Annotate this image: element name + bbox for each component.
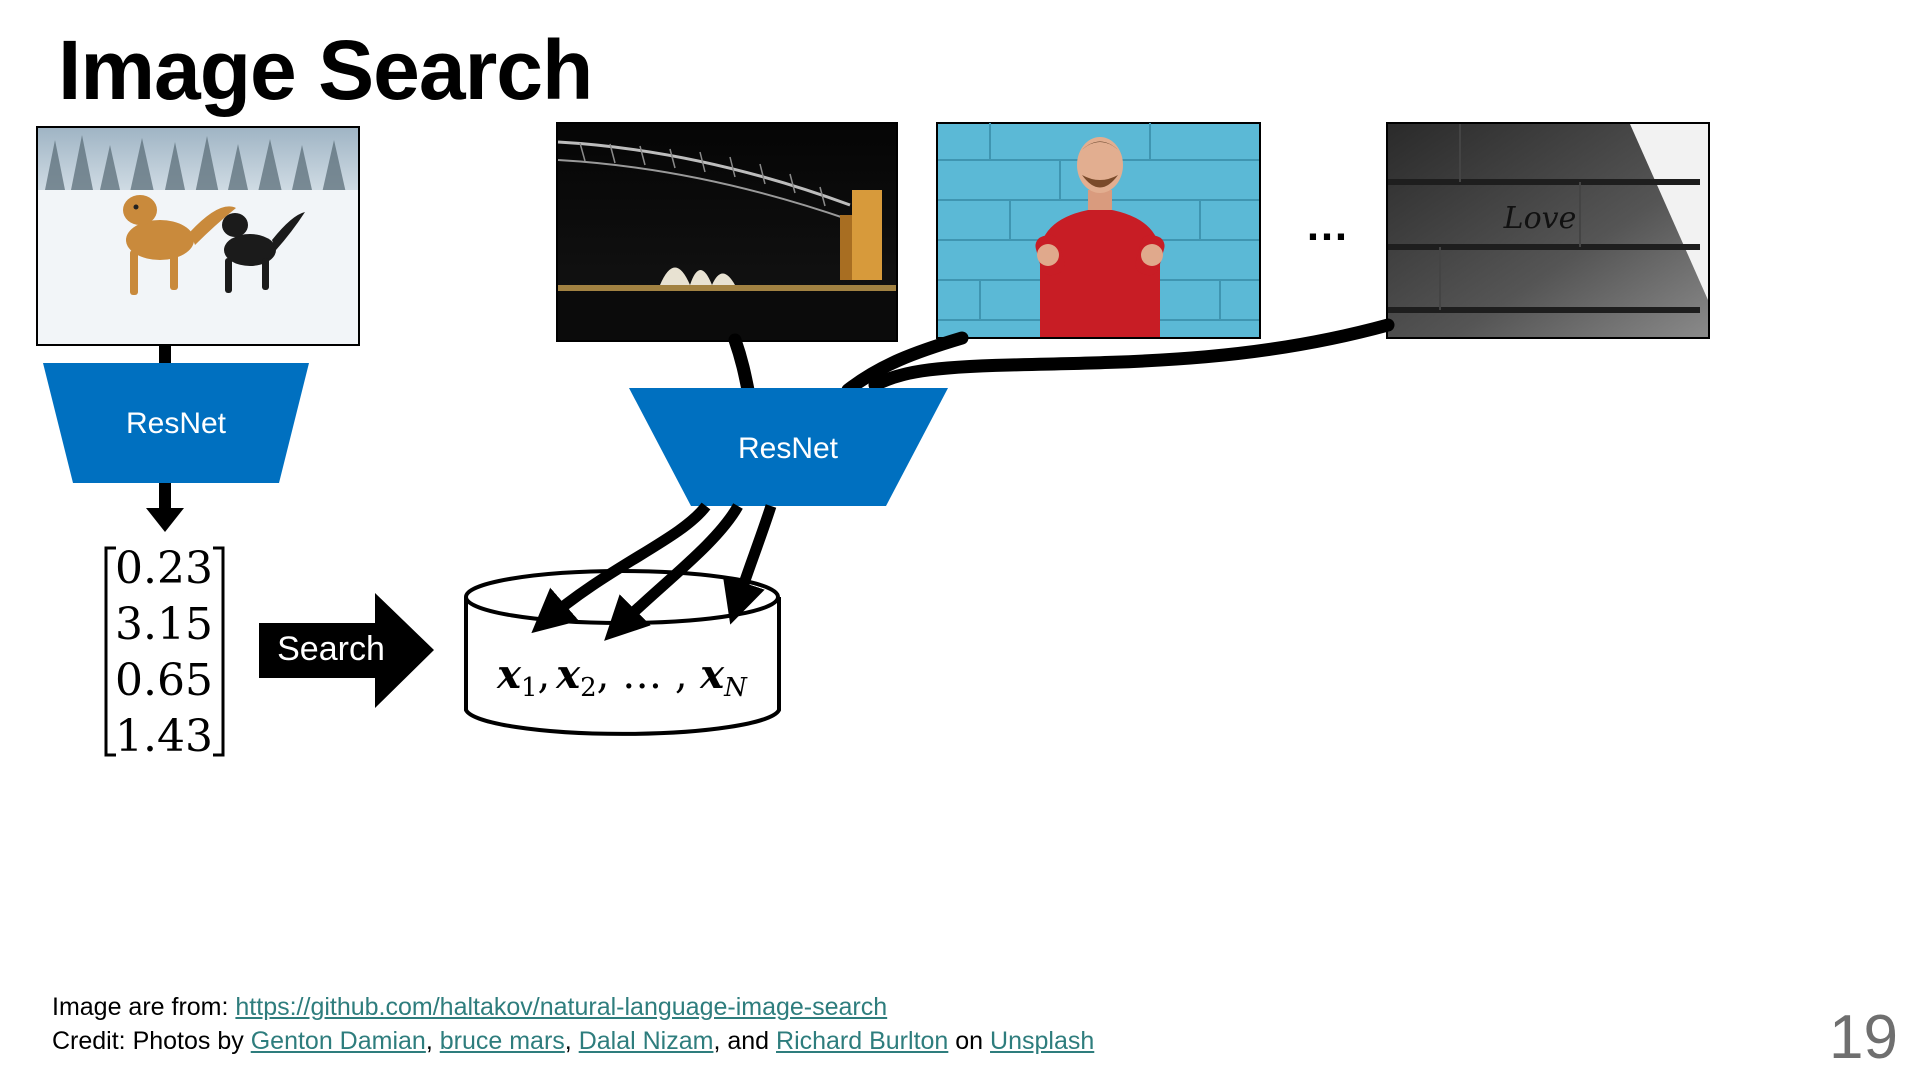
embedding-arrow (722, 504, 777, 625)
man-in-red-sweater-image (936, 122, 1261, 339)
unsplash-link[interactable]: Unsplash (990, 1027, 1095, 1055)
database-cylinder: x1,x2, … , xN (464, 569, 781, 736)
vector-value: 3.15 (115, 599, 213, 650)
embedding-arrow (531, 502, 711, 634)
search-arrow-label: Search (277, 630, 385, 668)
vector-left-bracket (104, 546, 116, 757)
database-content-label: x1,x2, … , xN (496, 651, 748, 703)
photo-credit-line: Credit: Photos by Genton Damian, bruce m… (52, 1027, 1095, 1055)
embedding-arrow (604, 503, 743, 641)
author-link-dalal-nizam[interactable]: Dalal Nizam (578, 1027, 714, 1055)
resnet-encoder-right (629, 388, 948, 506)
man-to-resnet-line (841, 331, 969, 397)
source-repo-link[interactable]: https://github.com/haltakov/natural-lang… (235, 993, 888, 1021)
page-number: 19 (1829, 1003, 1898, 1072)
resnet-left-label: ResNet (126, 407, 227, 440)
love-graffiti: Love (1503, 201, 1577, 236)
stairs-to-resnet-line (868, 318, 1395, 392)
image-source-line: Image are from: https://github.com/halta… (52, 993, 888, 1021)
resnet-right-label: ResNet (738, 432, 839, 465)
feature-vector: 0.23 3.15 0.65 1.43 (104, 543, 225, 762)
encoder-to-database-arrows (531, 502, 777, 641)
author-link-richard-burlton[interactable]: Richard Burlton (776, 1027, 949, 1055)
image-to-encoder-lines (728, 318, 1395, 397)
vector-value: 1.43 (115, 711, 213, 762)
vector-value: 0.23 (115, 543, 213, 594)
bridge-at-night-image (556, 122, 898, 342)
search-arrow (259, 593, 434, 708)
vector-value: 0.65 (115, 655, 213, 706)
slide-title: Image Search (58, 23, 593, 117)
vector-right-bracket (213, 546, 225, 757)
author-link-bruce-mars[interactable]: bruce mars (439, 1027, 565, 1055)
bridge-to-resnet-line (728, 333, 755, 397)
love-stairs-image: Love (1386, 122, 1710, 339)
query-image-dogs-in-snow (36, 126, 360, 346)
author-link-genton-damian[interactable]: Genton Damian (250, 1027, 426, 1055)
credits: Image are from: https://github.com/halta… (52, 990, 1094, 1058)
resnet-encoder-left (43, 363, 309, 483)
more-images-ellipsis: … (1305, 201, 1349, 250)
resnet-to-vector-arrowhead (146, 508, 184, 532)
